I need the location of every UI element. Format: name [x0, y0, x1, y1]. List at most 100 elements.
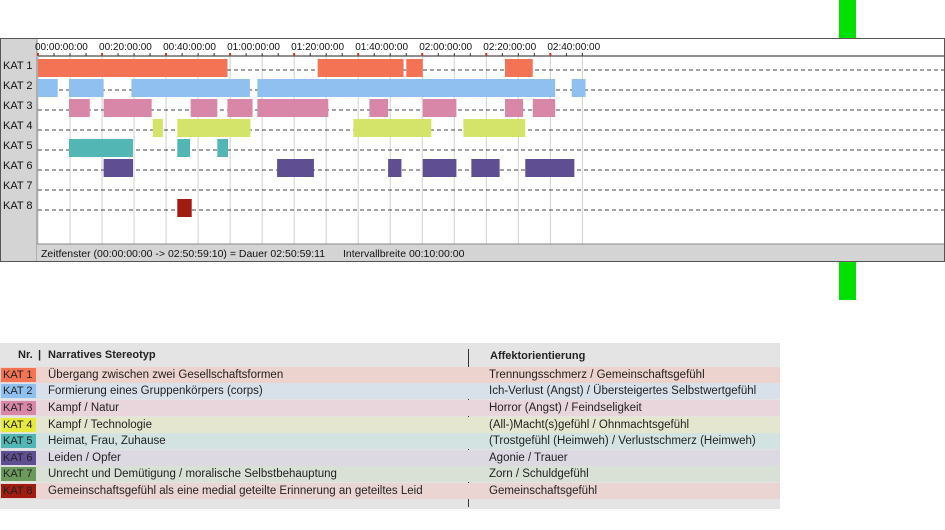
affect-text: Trennungsschmerz / Gemeinschaftsgefühl [489, 369, 705, 381]
category-segment [504, 99, 524, 117]
green-marker-top [839, 0, 856, 38]
category-segment [68, 99, 90, 117]
category-segment [463, 119, 526, 137]
category-segment [471, 159, 500, 177]
category-segment [38, 79, 58, 97]
stereotype-text: Unrecht und Demütigung / moralische Selb… [48, 468, 337, 480]
category-segment [532, 99, 556, 117]
green-marker-bottom [839, 262, 856, 300]
interval-text: Intervallbreite 00:10:00:00 [343, 248, 465, 260]
category-segment [217, 139, 228, 157]
category-segment [525, 159, 575, 177]
category-segment [257, 99, 329, 117]
stereotype-text: Gemeinschaftsgefühl als eine medial gete… [48, 485, 423, 497]
category-tag: KAT 8 [1, 484, 36, 498]
ruler-marker [357, 53, 360, 56]
time-label: 01:20:00:00 [291, 42, 344, 53]
stereotype-text: Kampf / Technologie [48, 419, 152, 431]
category-segment [504, 59, 533, 77]
stereotype-text: Formierung eines Gruppenkörpers (corps) [48, 385, 263, 397]
category-segment [68, 139, 133, 157]
category-segment [422, 159, 457, 177]
time-label: 02:40:00:00 [547, 42, 600, 53]
category-tag: KAT 5 [1, 434, 36, 448]
category-segment [406, 59, 423, 77]
ruler-marker [37, 53, 39, 56]
category-tag: KAT 7 [1, 467, 36, 481]
category-segment [257, 79, 556, 97]
header-stereotype: Narratives Stereotyp [48, 349, 156, 361]
stereotype-text: Übergang zwischen zwei Gesellschaftsform… [48, 369, 284, 381]
row-label: KAT 6 [3, 160, 33, 172]
category-segment [68, 79, 104, 97]
category-segment [131, 79, 250, 97]
time-label: 02:00:00:00 [419, 42, 472, 53]
row-label: KAT 4 [3, 120, 33, 132]
time-label: 00:20:00:00 [99, 42, 152, 53]
row-label: KAT 8 [3, 200, 33, 212]
category-segment [369, 99, 389, 117]
category-segment [152, 119, 163, 137]
row-label: KAT 5 [3, 140, 33, 152]
stereotype-text: Leiden / Opfer [48, 452, 121, 464]
time-label: 02:20:00:00 [483, 42, 536, 53]
affect-text: Horror (Angst) / Feindseligkeit [489, 402, 642, 414]
ruler-marker [421, 53, 424, 56]
ruler-marker [101, 53, 104, 56]
row-label-column [1, 39, 37, 261]
window-text: Zeitfenster (00:00:00:00 -> 02:50:59:10)… [41, 248, 325, 260]
legend-row: KAT 2 Formierung eines Gruppenkörpers (c… [0, 383, 780, 399]
time-label: 00:40:00:00 [163, 42, 216, 53]
category-segment [190, 99, 218, 117]
category-segment [177, 139, 191, 157]
category-segment [388, 159, 402, 177]
stereotype-text: Kampf / Natur [48, 402, 119, 414]
category-segment [353, 119, 432, 137]
row-labels: KAT 1 KAT 2 KAT 3 KAT 4 KAT 5 KAT 6 KAT 7 KAT 8 [3, 60, 33, 212]
legend-row: KAT 6 Leiden / Opfer Agonie / Trauer [0, 450, 780, 466]
time-label: 01:00:00:00 [227, 42, 280, 53]
ruler-marker [293, 53, 296, 56]
category-segment [177, 119, 251, 137]
legend-row: KAT 1 Übergang zwischen zwei Gesellschaf… [0, 367, 780, 383]
affect-text: Zorn / Schuldgefühl [489, 468, 589, 480]
affect-text: Agonie / Trauer [489, 452, 568, 464]
row-label: KAT 2 [3, 80, 33, 92]
header-nr-divider: | [38, 349, 42, 361]
category-segment [38, 59, 228, 77]
category-tag: KAT 1 [1, 368, 36, 382]
legend-row: KAT 7 Unrecht und Demütigung / moralisch… [0, 466, 780, 482]
row-label: KAT 7 [3, 180, 33, 192]
ruler-marker [165, 53, 168, 56]
category-tag: KAT 3 [1, 401, 36, 415]
category-segment [177, 199, 192, 217]
category-segment [422, 99, 457, 117]
category-tag: KAT 4 [1, 418, 36, 432]
legend-row: KAT 5 Heimat, Frau, Zuhause (Trostgefühl… [0, 433, 780, 449]
category-segment [103, 159, 133, 177]
status-bar [37, 244, 944, 261]
category-legend-table: Nr. | Narratives Stereotyp Affektorienti… [0, 343, 780, 509]
affect-text: Ich-Verlust (Angst) / Übersteigertes Sel… [489, 385, 757, 397]
category-segment [317, 59, 404, 77]
segments-layer [38, 59, 586, 217]
row-label: KAT 1 [3, 60, 33, 72]
ruler-marker [229, 53, 232, 56]
category-segment [277, 159, 314, 177]
header-nr: Nr. [18, 349, 33, 361]
header-affect: Affektorientierung [490, 350, 586, 362]
category-segment [103, 99, 152, 117]
affect-text: (Trostgefühl (Heimweh) / Verlustschmerz … [489, 435, 756, 447]
category-segment [571, 79, 586, 97]
time-label: 01:40:00:00 [355, 42, 408, 53]
ruler-marker [549, 53, 552, 56]
stereotype-text: Heimat, Frau, Zuhause [48, 435, 166, 447]
category-tag: KAT 2 [1, 384, 36, 398]
legend-row: KAT 3 Kampf / Natur Horror (Angst) / Fei… [0, 400, 780, 416]
row-label: KAT 3 [3, 100, 33, 112]
legend-row: KAT 4 Kampf / Technologie (All-)Macht(s)… [0, 417, 780, 433]
affect-text: Gemeinschaftsgefühl [489, 485, 598, 497]
